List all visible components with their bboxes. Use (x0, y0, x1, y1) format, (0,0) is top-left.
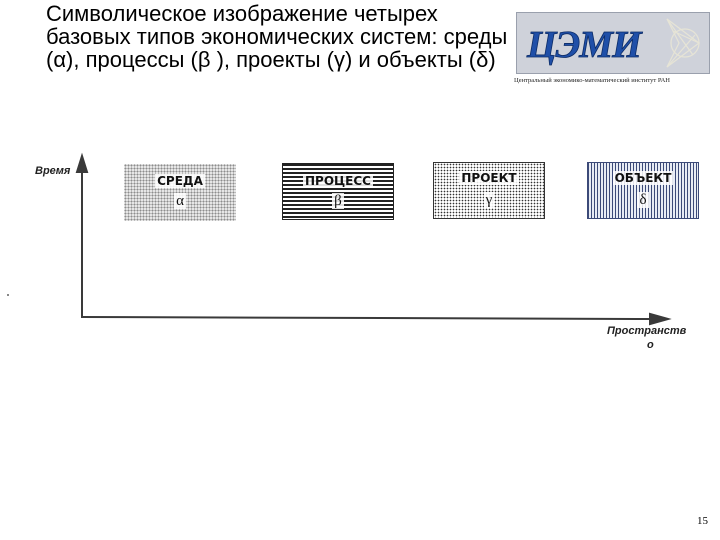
logo-text: ЦЭМИ (526, 24, 643, 66)
box-object: ОБЪЕКТ δ (587, 162, 699, 219)
box-process-symbol: β (332, 193, 344, 209)
x-axis-label-line1: Пространств (607, 325, 687, 337)
box-object-label: ОБЪЕКТ (612, 171, 674, 185)
box-project-label: ПРОЕКТ (459, 171, 519, 185)
page-number: 15 (697, 515, 708, 527)
box-project: ПРОЕКТ γ (433, 162, 545, 219)
x-axis-label-line2: о (647, 339, 654, 351)
logo-subtitle: Центральный экономико-математический инс… (514, 77, 670, 84)
box-process: ПРОЦЕСС β (282, 163, 394, 220)
diagram: Время Пространств о СРЕДА α ПРОЦЕСС β ПР… (0, 140, 720, 360)
x-axis-line (81, 316, 651, 320)
stray-dot (7, 294, 9, 296)
institute-logo: ЦЭМИ (516, 12, 710, 74)
x-axis-arrow-icon (649, 312, 672, 326)
y-axis-arrow-icon (75, 152, 89, 173)
logo-graphic: ЦЭМИ (517, 13, 709, 73)
box-environment-symbol: α (174, 193, 186, 209)
box-environment-label: СРЕДА (155, 174, 205, 188)
box-object-symbol: δ (637, 192, 649, 208)
axes (75, 152, 672, 326)
y-axis-label: Время (35, 165, 71, 177)
box-project-symbol: γ (483, 192, 495, 208)
box-environment: СРЕДА α (124, 164, 236, 221)
box-process-label: ПРОЦЕСС (303, 174, 373, 188)
slide-title: Символическое изображение четырех базовы… (46, 1, 508, 72)
